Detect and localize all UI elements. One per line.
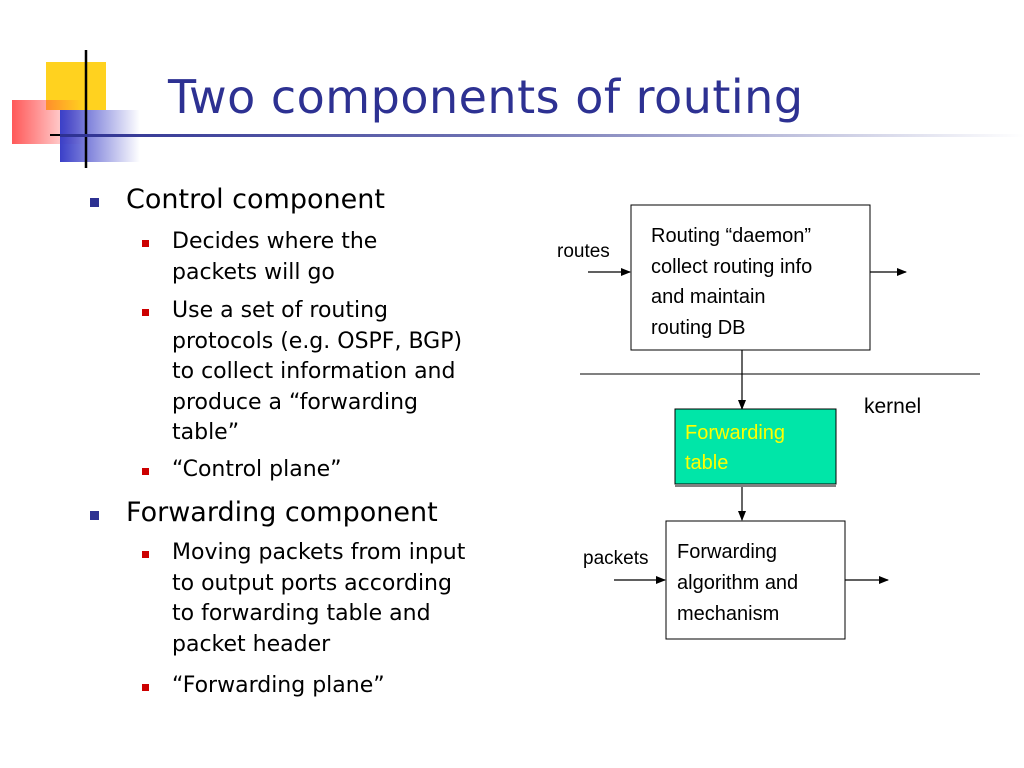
- routing-daemon-text: Routing “daemon” collect routing info an…: [651, 225, 818, 339]
- routing-daemon-line: Routing “daemon”: [651, 225, 811, 247]
- forwarding-algorithm-text: Forwarding algorithm and mechanism: [677, 541, 804, 625]
- bullet-forwarding-component: Forwarding component: [126, 497, 438, 528]
- subbullet-decides: Decides where the packets will go: [172, 227, 532, 288]
- page-title: Two components of routing: [168, 70, 804, 124]
- subbullet-line: packet header: [172, 631, 331, 657]
- subbullet-line: to collect information and: [172, 359, 456, 384]
- subbullet-routing-protocols: Use a set of routing protocols (e.g. OSP…: [172, 296, 532, 449]
- routes-label: routes: [557, 241, 610, 262]
- subbullet-control-plane: “Control plane”: [172, 455, 532, 486]
- subbullet-line: table”: [172, 420, 240, 445]
- subbullet-marker: [142, 551, 149, 558]
- subbullet-moving-packets: Moving packets from input to output port…: [172, 538, 532, 660]
- subbullet-marker: [142, 684, 149, 691]
- routing-daemon-line: routing DB: [651, 317, 746, 339]
- subbullet-line: to output ports according: [172, 570, 452, 596]
- bullet-marker: [90, 511, 99, 520]
- routing-daemon-box: [630, 204, 871, 351]
- subbullet-line: packets will go: [172, 259, 335, 285]
- subbullet-line: protocols (e.g. OSPF, BGP): [172, 328, 463, 354]
- forwarding-algorithm-line: Forwarding: [677, 541, 777, 563]
- kernel-label: kernel: [864, 395, 921, 418]
- subbullet-line: Moving packets from input: [172, 540, 466, 565]
- forwarding-table-box: [674, 408, 837, 485]
- forwarding-table-text: Forwarding table: [685, 422, 791, 474]
- forwarding-table-line: Forwarding: [685, 422, 785, 444]
- subbullet-line: to forwarding table and: [172, 601, 431, 626]
- packets-label: packets: [583, 548, 648, 569]
- subbullet-line: produce a “forwarding: [172, 389, 418, 415]
- title-underline: [60, 134, 1024, 137]
- bullet-list: Control component Decides where the pack…: [90, 184, 532, 702]
- bullet-marker: [90, 198, 99, 207]
- subbullet-line: Use a set of routing: [172, 298, 388, 323]
- forwarding-algorithm-line: algorithm and: [677, 572, 798, 594]
- subbullet-marker: [142, 309, 149, 316]
- forwarding-algorithm-line: mechanism: [677, 603, 779, 625]
- bullet-control-component: Control component: [126, 184, 385, 215]
- forwarding-algorithm-box: [665, 520, 846, 640]
- subbullet-line: “Control plane”: [172, 457, 342, 482]
- subbullet-line: “Forwarding plane”: [172, 673, 385, 698]
- routing-daemon-line: and maintain: [651, 286, 766, 308]
- subbullet-marker: [142, 468, 149, 475]
- subbullet-forwarding-plane: “Forwarding plane”: [172, 671, 532, 702]
- subbullet-line: Decides where the: [172, 229, 378, 254]
- routing-daemon-line: collect routing info: [651, 256, 812, 278]
- forwarding-table-line: table: [685, 452, 728, 474]
- subbullet-marker: [142, 240, 149, 247]
